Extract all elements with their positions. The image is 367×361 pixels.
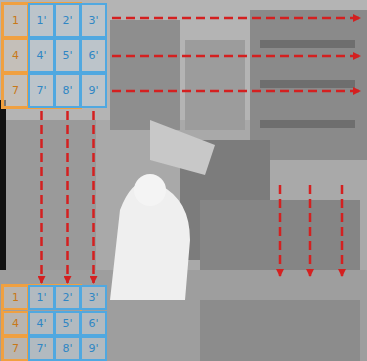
orange-cell: 4 bbox=[2, 311, 29, 336]
cell-label: 1 bbox=[12, 291, 19, 304]
blue-cell: 7' bbox=[28, 336, 55, 361]
cell-label: 7 bbox=[12, 84, 19, 97]
blue-cell: 6' bbox=[80, 38, 107, 73]
cell-label: 7' bbox=[36, 342, 46, 355]
cell-label: 4 bbox=[12, 49, 19, 62]
blue-cell: 2' bbox=[54, 3, 81, 38]
cell-label: 6' bbox=[88, 49, 98, 62]
orange-window bbox=[2, 3, 81, 108]
orange-cell: 4 bbox=[2, 38, 29, 73]
blue-cell: 3' bbox=[80, 3, 107, 38]
blue-cell: 9' bbox=[80, 336, 107, 361]
cell-label: 7 bbox=[12, 342, 19, 355]
blue-cell: 8' bbox=[54, 336, 81, 361]
cell-label: 1' bbox=[36, 291, 46, 304]
cell-label: 1 bbox=[12, 14, 19, 27]
cell-label: 2' bbox=[62, 291, 72, 304]
blue-cell: 7' bbox=[28, 73, 55, 108]
orange-cell: 1 bbox=[2, 3, 29, 38]
blue-cell: 2' bbox=[54, 285, 81, 310]
blue-cell: 9' bbox=[80, 73, 107, 108]
blue-cell: 3' bbox=[80, 285, 107, 310]
cell-label: 5' bbox=[62, 49, 72, 62]
cell-label: 4' bbox=[36, 49, 46, 62]
scan-arrow bbox=[66, 111, 69, 283]
orange-cell: 1 bbox=[2, 285, 29, 310]
blue-cell: 5' bbox=[54, 38, 81, 73]
blue-cell: 5' bbox=[54, 311, 81, 336]
cell-label: 8' bbox=[62, 342, 72, 355]
blue-cell: 8' bbox=[54, 73, 81, 108]
cell-label: 9' bbox=[88, 84, 98, 97]
cell-label: 3' bbox=[88, 14, 98, 27]
orange-cell: 7 bbox=[2, 73, 29, 108]
orange-cell: 7 bbox=[2, 336, 29, 361]
cell-label: 2' bbox=[62, 14, 72, 27]
blue-cell: 1' bbox=[28, 285, 55, 310]
cell-label: 6' bbox=[88, 317, 98, 330]
blue-cell: 4' bbox=[28, 38, 55, 73]
scan-arrow bbox=[40, 111, 43, 283]
cell-label: 7' bbox=[36, 84, 46, 97]
orange-window bbox=[2, 285, 81, 360]
cell-label: 9' bbox=[88, 342, 98, 355]
blue-cell: 1' bbox=[28, 3, 55, 38]
scan-arrow bbox=[92, 111, 95, 283]
cell-label: 1' bbox=[36, 14, 46, 27]
blue-cell: 6' bbox=[80, 311, 107, 336]
cell-label: 4' bbox=[36, 317, 46, 330]
cell-label: 3' bbox=[88, 291, 98, 304]
cell-label: 8' bbox=[62, 84, 72, 97]
blue-cell: 4' bbox=[28, 311, 55, 336]
cell-label: 4 bbox=[12, 317, 19, 330]
cell-label: 5' bbox=[62, 317, 72, 330]
